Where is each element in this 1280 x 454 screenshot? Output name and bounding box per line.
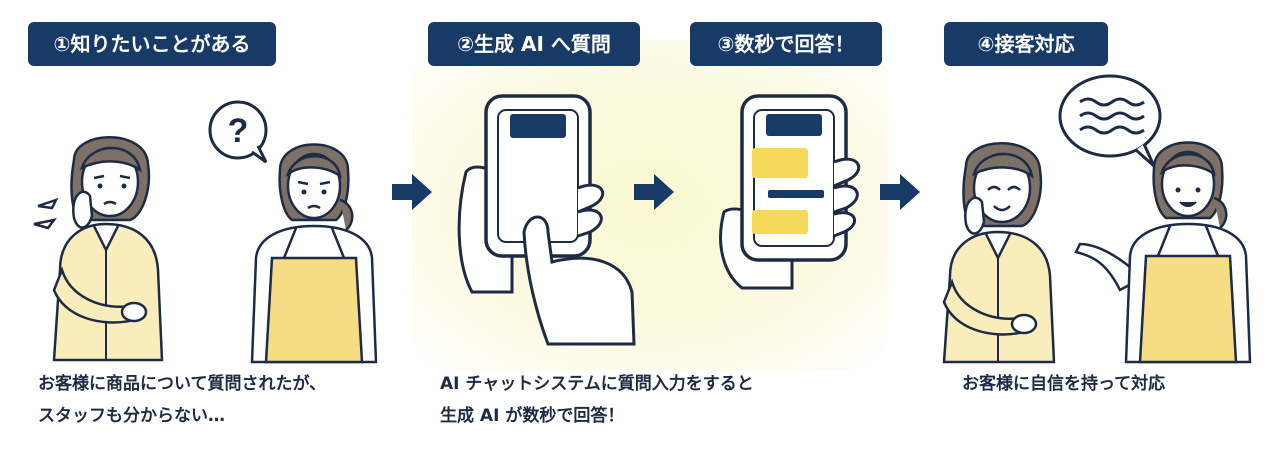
customer-happy-illustration [942, 142, 1056, 364]
customer-confused-illustration [33, 136, 164, 362]
caption-line: スタッフも分からない… [38, 406, 225, 426]
step-3-label: ③数秒で回答！ [690, 22, 882, 66]
phone-typing-illustration [457, 94, 636, 346]
caption-line: お客様に商品について質問されたが、 [38, 374, 327, 394]
phone-answer-illustration [719, 94, 861, 290]
staff-confused-illustration [250, 143, 378, 364]
staff-happy-illustration [1074, 141, 1252, 364]
step-4-label: ④接客対応 [944, 22, 1108, 66]
caption-line: お客様に自信を持って対応 [962, 374, 1166, 394]
step-2-caption: AI チャットシステムに質問入力をすると 生成 AI が数秒で回答！ [440, 368, 754, 432]
step-1-caption: お客様に商品について質問されたが、 スタッフも分からない… [38, 368, 326, 432]
step-2-label: ②生成 AI へ質問 [428, 22, 640, 66]
caption-line: AI チャットシステムに質問入力をすると [440, 374, 754, 394]
question-bubble-icon: ? [208, 100, 268, 164]
arrow-right-icon [880, 174, 920, 210]
svg-text:?: ? [228, 112, 249, 150]
speech-bubble-icon [1058, 74, 1162, 168]
step-4-caption: お客様に自信を持って対応 [962, 368, 1165, 400]
arrow-right-icon [634, 174, 674, 210]
arrow-right-icon [392, 174, 432, 210]
step-1-label: ①知りたいことがある [28, 22, 276, 66]
caption-line: 生成 AI が数秒で回答！ [440, 406, 625, 426]
